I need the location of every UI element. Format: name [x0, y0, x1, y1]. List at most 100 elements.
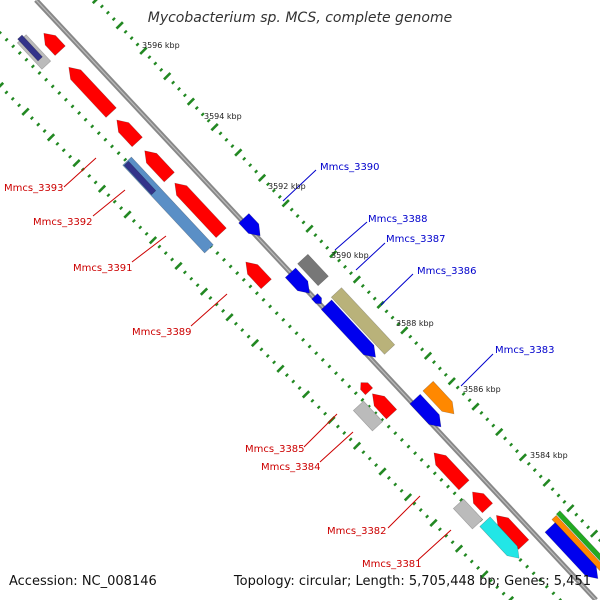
tick-mark — [488, 578, 493, 583]
tick-mark — [439, 477, 444, 482]
tick-mark — [29, 116, 34, 121]
tick-mark — [87, 173, 92, 178]
tick-mark — [454, 544, 464, 553]
tick-mark — [459, 497, 464, 502]
tick-mark — [307, 344, 312, 349]
gene-arrow-blue — [544, 522, 599, 579]
tick-mark — [408, 334, 413, 339]
tick-mark — [287, 324, 292, 329]
tick-mark — [403, 493, 413, 502]
tick-mark — [349, 271, 353, 276]
tick-mark — [471, 402, 480, 411]
tick-mark — [281, 199, 290, 208]
tick-mark — [4, 37, 9, 42]
tick-mark — [138, 225, 143, 230]
tick-mark — [277, 194, 282, 199]
tick-mark — [562, 499, 567, 504]
tick-mark — [413, 451, 418, 456]
tick-mark — [589, 529, 599, 538]
tick-mark — [323, 411, 328, 416]
gene-label-mmcs-3393: Mmcs_3393 — [4, 183, 64, 194]
leader-mmcs-3381 — [417, 529, 452, 561]
tick-mark — [228, 264, 233, 269]
tick-mark — [111, 17, 116, 22]
tick-mark — [57, 91, 62, 95]
tick-mark — [310, 398, 315, 403]
tick-mark — [558, 598, 562, 600]
tick-mark — [115, 21, 124, 30]
tick-mark — [361, 450, 366, 455]
tick-mark — [225, 313, 234, 322]
tick-mark — [105, 10, 110, 15]
gene-label-mmcs-3383: Mmcs_3383 — [495, 345, 555, 356]
tick-mark — [274, 311, 279, 316]
tick-mark — [99, 4, 104, 9]
gene-arrow-red — [245, 261, 272, 290]
tick-mark — [319, 239, 324, 244]
tick-mark — [234, 148, 243, 157]
tick-mark — [55, 141, 60, 146]
map-title: Mycobacterium sp. MCS, complete genome — [147, 10, 453, 26]
gene-label-mmcs-3384: Mmcs_3384 — [261, 462, 321, 473]
gene-arrow-red — [116, 119, 143, 148]
leader-mmcs-3392 — [92, 189, 126, 217]
scale-label: 3590 kbp — [331, 251, 369, 260]
tick-mark — [131, 218, 136, 223]
label-leaders — [63, 157, 494, 561]
tick-mark — [503, 436, 508, 441]
tick-mark — [386, 475, 391, 480]
tick-mark — [485, 417, 490, 422]
tick-mark — [91, 0, 98, 5]
tick-mark — [63, 97, 68, 102]
gene-label-mmcs-3385: Mmcs_3385 — [245, 444, 305, 455]
tick-mark — [103, 137, 108, 142]
tick-mark — [518, 453, 528, 462]
leader-mmcs-3388 — [334, 221, 368, 251]
tick-mark — [194, 106, 199, 110]
tick-mark — [420, 347, 425, 352]
tick-mark — [157, 244, 162, 249]
leader-mmcs-3387 — [355, 242, 386, 271]
gene-label-mmcs-3388: Mmcs_3388 — [368, 214, 428, 225]
tick-mark — [447, 377, 456, 386]
gene-label-mmcs-3381: Mmcs_3381 — [362, 559, 422, 570]
tick-mark — [294, 331, 299, 336]
tick-mark — [224, 137, 229, 142]
leader-mmcs-3391 — [131, 235, 167, 263]
gene-arrow-red — [433, 452, 470, 491]
tick-mark — [139, 46, 148, 55]
tick-mark — [378, 467, 387, 476]
tick-mark — [90, 124, 95, 129]
tick-mark — [77, 111, 82, 115]
tick-mark — [586, 525, 591, 530]
tick-mark — [240, 328, 245, 333]
tick-mark — [314, 351, 319, 356]
tick-mark — [531, 571, 536, 576]
scale-labels: 3596 kbp 3594 kbp 3592 kbp 3590 kbp 3588… — [142, 41, 568, 460]
tick-mark — [501, 591, 506, 596]
tick-mark — [106, 193, 111, 198]
leader-mmcs-3390 — [282, 169, 317, 202]
tick-mark — [461, 391, 466, 396]
tick-mark — [452, 491, 457, 496]
tick-mark — [316, 405, 321, 410]
tick-mark — [230, 144, 235, 149]
tick-mark — [153, 61, 158, 66]
tick-mark — [10, 96, 15, 101]
tick-mark — [360, 397, 365, 402]
scale-label: 3592 kbp — [268, 182, 306, 191]
tick-mark — [432, 471, 437, 476]
tick-mark — [446, 484, 450, 489]
gene-arrow-orange — [422, 380, 455, 415]
tick-mark — [83, 117, 88, 122]
gene-feature-green — [555, 510, 600, 562]
tick-mark — [284, 373, 289, 378]
tick-mark — [550, 487, 555, 492]
tick-mark — [429, 518, 438, 528]
tick-mark — [423, 351, 433, 360]
leader-mmcs-3383 — [460, 353, 494, 387]
tick-mark — [189, 276, 194, 281]
tick-mark — [248, 284, 253, 289]
leader-mmcs-3393 — [63, 157, 97, 188]
tick-mark — [399, 437, 404, 442]
